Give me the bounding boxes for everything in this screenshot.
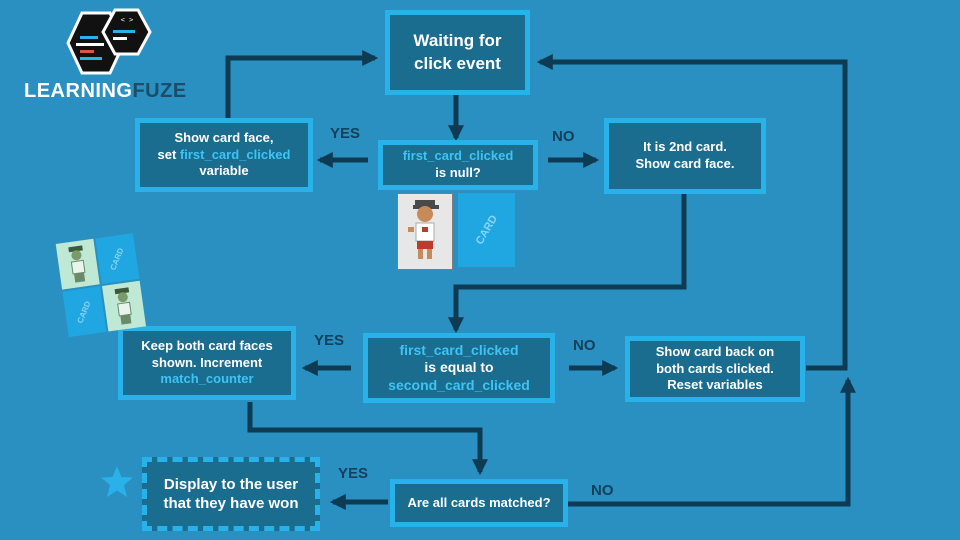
arrow-showface-to-waiting xyxy=(225,49,379,118)
logo-text: LEARNINGFUZE xyxy=(24,80,187,102)
showface-line2: set first_card_clicked xyxy=(157,146,291,162)
show-card-back-node: Show card back on both cards clicked. Re… xyxy=(625,336,805,402)
label-no-mid: NO xyxy=(573,337,596,354)
waiting-line2: click event xyxy=(414,53,501,73)
keep-faces-node: Keep both card faces shown. Increment ma… xyxy=(118,326,296,400)
showback-line1: Show card back on xyxy=(655,343,775,359)
mini-card-back-1: CARD xyxy=(95,233,140,285)
character-icon xyxy=(68,245,86,283)
label-yes-bottom: YES xyxy=(338,465,369,482)
card-face-image xyxy=(397,193,453,270)
svg-text:< >: < > xyxy=(121,16,134,24)
arrow-secondcard-to-equalcheck xyxy=(447,194,687,334)
card-back-image: CARD xyxy=(458,193,515,267)
secondcard-line2: Show card face. xyxy=(635,156,735,171)
allmatched-text: Are all cards matched? xyxy=(407,494,551,510)
arrow-allmatched-no xyxy=(568,376,857,507)
display-won-node: Display to the user that they have won xyxy=(142,457,320,531)
null-check-node: first_card_clicked is null? xyxy=(378,140,538,190)
card-grid-illustration: CARD CARD xyxy=(55,233,149,339)
showface-line1: Show card face, xyxy=(174,129,274,145)
equalcheck-code2: second_card_clicked xyxy=(388,376,530,393)
waiting-for-click-node: Waiting for click event xyxy=(385,10,530,95)
keepfaces-line2: shown. Increment xyxy=(151,354,263,370)
displaywon-line2: that they have won xyxy=(163,495,299,512)
waiting-line1: Waiting for xyxy=(413,31,502,51)
arrow-showback-to-waiting xyxy=(536,53,848,371)
equalcheck-text: is equal to xyxy=(424,359,494,376)
label-no-top: NO xyxy=(552,128,575,145)
secondcard-line1: It is 2nd card. xyxy=(643,139,727,155)
label-yes-mid: YES xyxy=(314,332,345,349)
equalcheck-code1: first_card_clicked xyxy=(399,341,519,358)
mini-card-back-label-1: CARD xyxy=(108,246,126,271)
star-icon xyxy=(101,466,133,497)
nullcheck-text: is null? xyxy=(435,165,481,180)
mini-card-face-1 xyxy=(55,238,100,290)
keepfaces-code: match_counter xyxy=(160,371,254,387)
all-matched-node: Are all cards matched? xyxy=(390,479,568,527)
showback-line2: both cards clicked. xyxy=(656,360,774,376)
character-icon xyxy=(114,287,132,325)
showface-line3: variable xyxy=(199,163,249,179)
showback-line3: Reset variables xyxy=(667,377,763,393)
card-back-label: CARD xyxy=(473,213,500,247)
logo-hexagon-icon: < > xyxy=(66,8,152,75)
mini-card-back-label-2: CARD xyxy=(75,299,93,325)
show-card-face-node: Show card face, set first_card_clicked v… xyxy=(135,118,313,192)
nullcheck-code: first_card_clicked xyxy=(402,148,514,164)
character-icon xyxy=(408,200,439,259)
equal-check-node: first_card_clicked is equal to second_ca… xyxy=(363,333,555,403)
second-card-node: It is 2nd card. Show card face. xyxy=(604,118,766,194)
label-yes-top: YES xyxy=(330,125,361,142)
mini-card-back-2: CARD xyxy=(62,286,107,338)
label-no-bottom: NO xyxy=(591,482,614,499)
mini-card-face-2 xyxy=(102,280,147,332)
displaywon-line1: Display to the user xyxy=(163,475,299,493)
keepfaces-line1: Keep both card faces xyxy=(141,337,273,353)
arrow-keepfaces-to-allmatched xyxy=(247,402,489,476)
